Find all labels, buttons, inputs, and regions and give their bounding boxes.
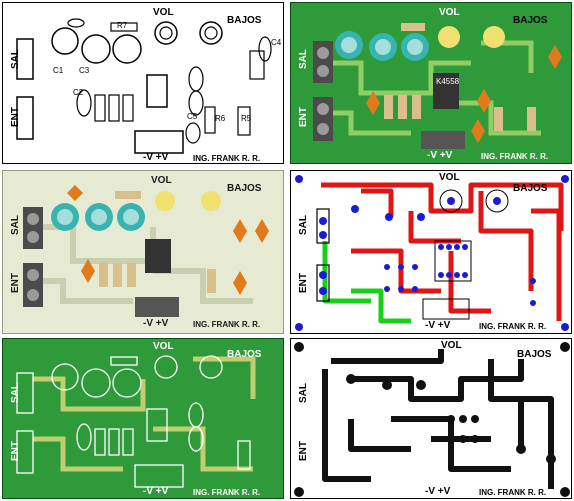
label-ent-green: ENT xyxy=(298,107,309,127)
label-r7: R7 xyxy=(117,21,128,30)
label-c4: C4 xyxy=(271,38,282,47)
label-vol: VOL xyxy=(153,7,174,18)
label-ent-light: ENT xyxy=(10,273,21,293)
label-vol-light: VOL xyxy=(151,175,172,186)
label-power-red: -V +V xyxy=(425,320,451,331)
panel-red-layout: VOL BAJOS SAL ENT -V +V ING. FRANK R. R. xyxy=(290,170,572,334)
label-c2: C2 xyxy=(73,88,84,97)
label-sal-silk: SAL xyxy=(10,383,21,403)
panel-silkscreen: VOL BAJOS SAL ENT -V +V ING. FRANK R. R.… xyxy=(2,2,284,164)
label-author: ING. FRANK R. R. xyxy=(193,154,261,163)
label-c1: C1 xyxy=(53,66,64,75)
label-r6: R6 xyxy=(215,114,226,123)
copper-layout-drawing xyxy=(294,342,570,497)
label-bajos-light: BAJOS xyxy=(227,183,262,194)
light-render-drawing xyxy=(23,185,269,317)
label-sal: SAL xyxy=(10,49,21,69)
label-power-silk: -V +V xyxy=(143,486,169,497)
label-ic-green: K4558 xyxy=(436,77,460,86)
label-ent-silk: ENT xyxy=(10,441,21,461)
label-ent: ENT xyxy=(10,107,21,127)
label-bajos-copper: BAJOS xyxy=(517,349,552,360)
label-sal-red: SAL xyxy=(298,215,309,235)
green-silk-drawing xyxy=(16,355,256,488)
label-power: -V +V xyxy=(143,152,169,163)
label-author-red: ING. FRANK R. R. xyxy=(479,322,547,331)
label-vol-silk: VOL xyxy=(153,341,174,352)
label-bajos-green: BAJOS xyxy=(513,15,548,26)
label-sal-light: SAL xyxy=(10,215,21,235)
panel-light-render: VOL BAJOS SAL ENT -V +V ING. FRANK R. R. xyxy=(2,170,284,334)
green-render-drawing xyxy=(313,23,562,149)
label-sal-copper: SAL xyxy=(298,383,309,403)
label-c5: C5 xyxy=(187,112,198,121)
label-bajos-red: BAJOS xyxy=(513,183,548,194)
label-c3: C3 xyxy=(79,66,90,75)
label-power-copper: -V +V xyxy=(425,486,451,497)
panel-green-silk: VOL BAJOS SAL ENT -V +V ING. FRANK R. R. xyxy=(2,338,284,499)
label-author-green: ING. FRANK R. R. xyxy=(481,152,549,161)
label-bajos: BAJOS xyxy=(227,15,262,26)
label-ent-red: ENT xyxy=(298,273,309,293)
panel-copper-layout: VOL BAJOS SAL ENT -V +V ING. FRANK R. R. xyxy=(290,338,572,499)
panel-green-render: VOL BAJOS SAL ENT -V +V ING. FRANK R. R.… xyxy=(290,2,572,164)
label-vol-green: VOL xyxy=(439,7,460,18)
label-vol-red: VOL xyxy=(439,172,460,183)
label-bajos-silk: BAJOS xyxy=(227,349,262,360)
label-author-silk: ING. FRANK R. R. xyxy=(193,488,261,497)
label-author-light: ING. FRANK R. R. xyxy=(193,320,261,329)
label-power-green: -V +V xyxy=(427,150,453,161)
label-power-light: -V +V xyxy=(143,318,169,329)
label-sal-green: SAL xyxy=(298,49,309,69)
label-author-copper: ING. FRANK R. R. xyxy=(479,488,547,497)
red-layout-drawing xyxy=(295,175,569,331)
silkscreen-drawing xyxy=(16,18,272,154)
label-r5: R5 xyxy=(241,114,252,123)
label-ent-copper: ENT xyxy=(298,441,309,461)
label-vol-copper: VOL xyxy=(441,340,462,351)
